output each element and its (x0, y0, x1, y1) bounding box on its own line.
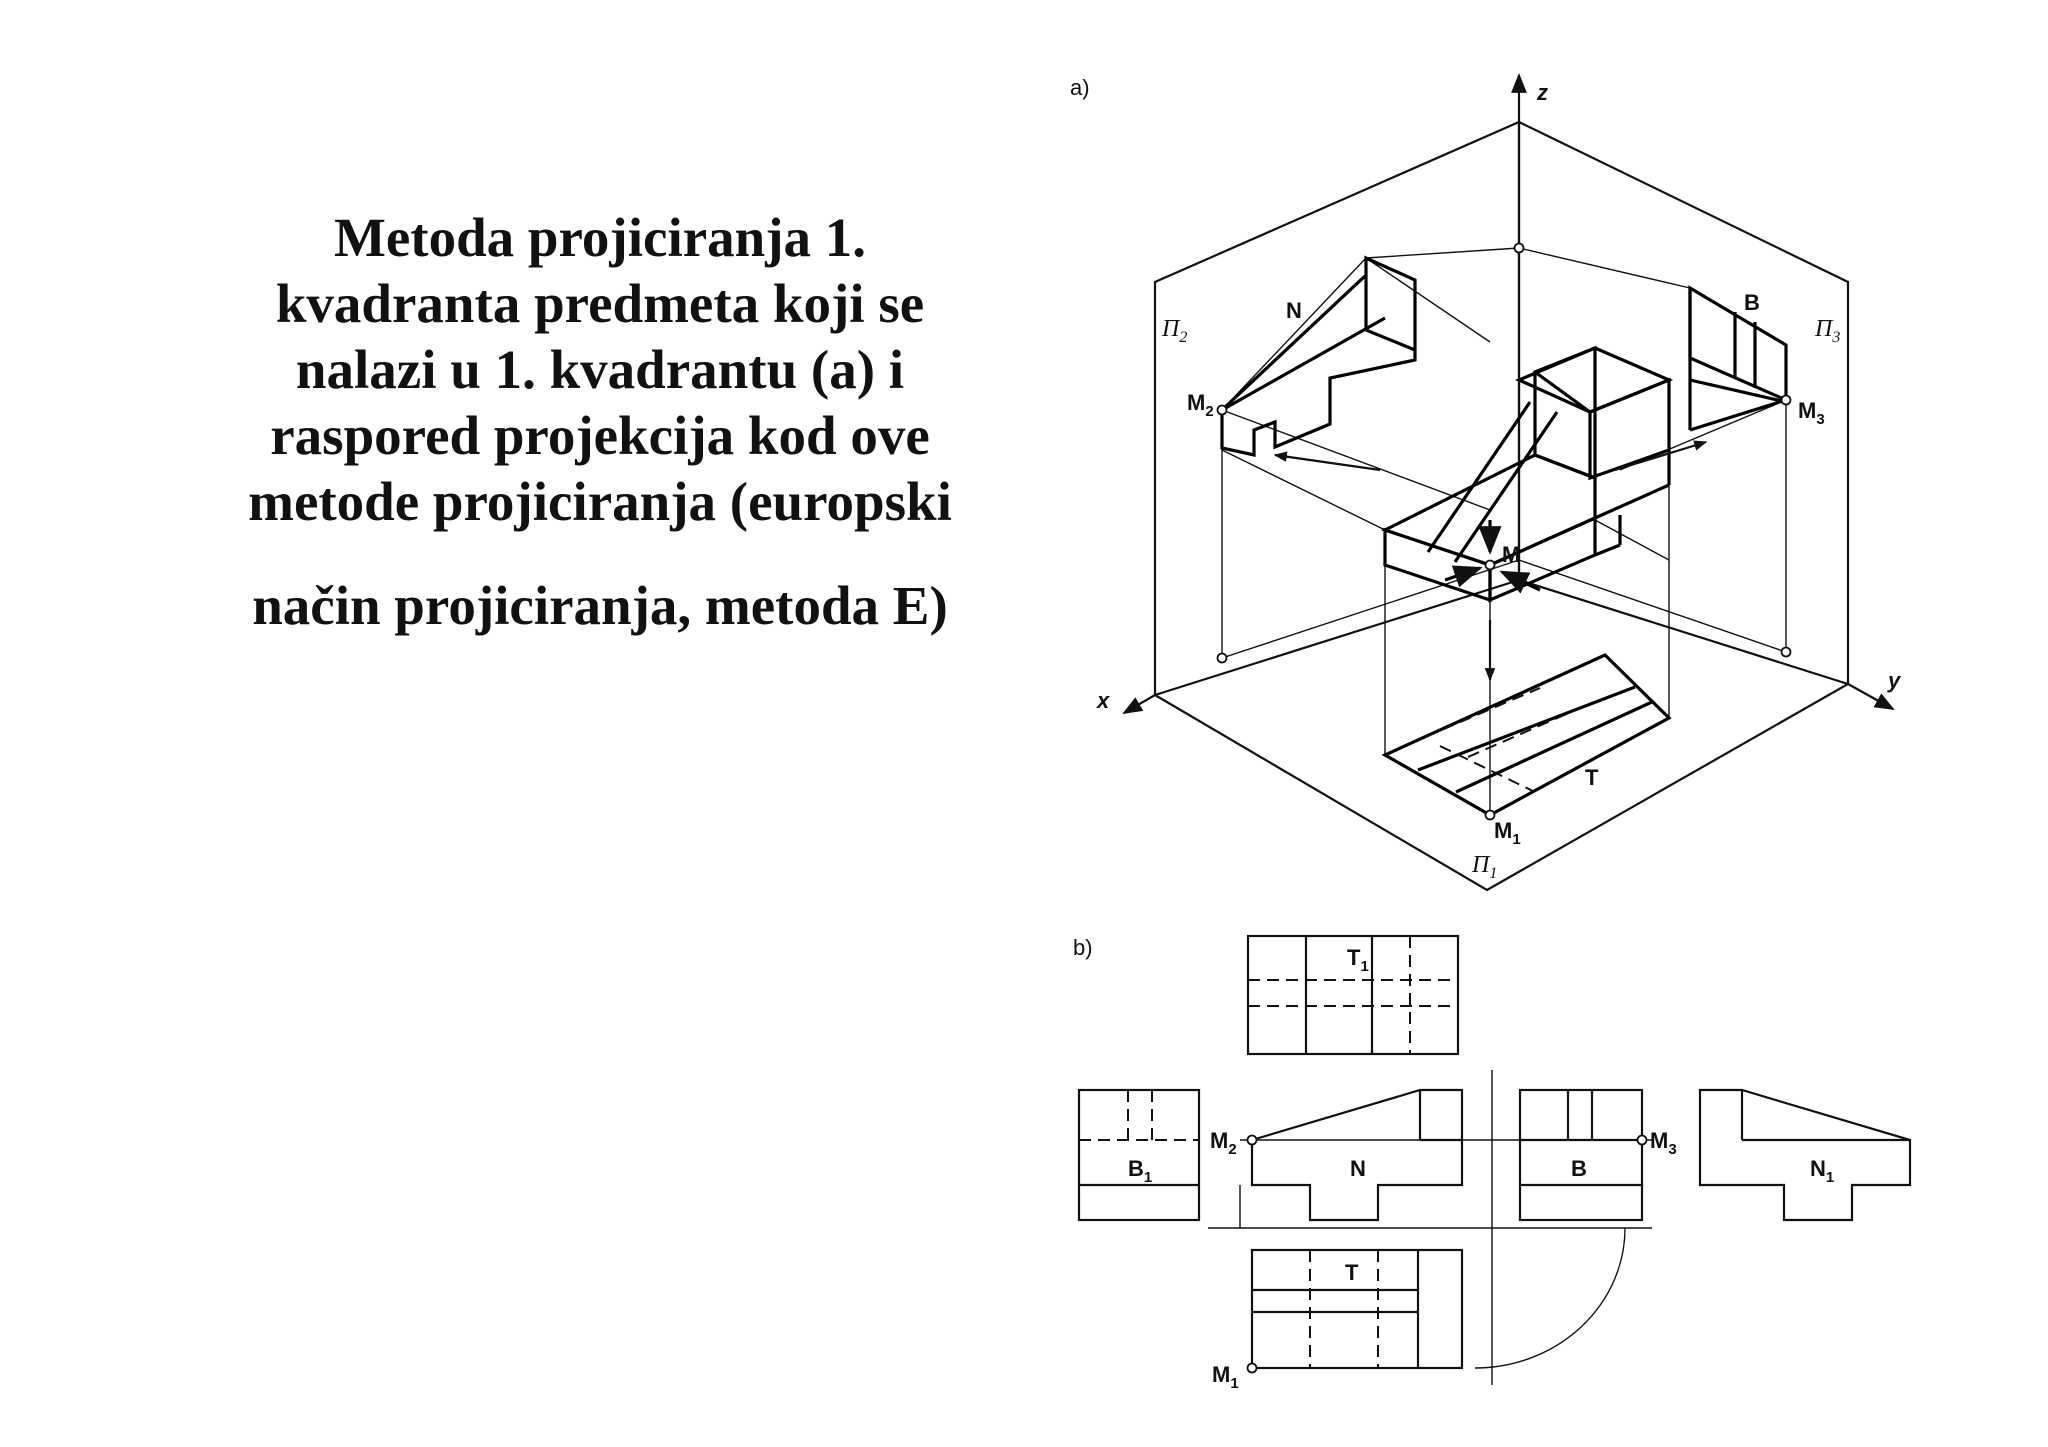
view-arrow-side (1499, 570, 1541, 594)
title-line-5: metode projiciranja (europski (248, 471, 952, 532)
label-m1-b: M1 (1212, 1362, 1239, 1392)
z-axis-label: z (1536, 80, 1548, 105)
view-n-label: N (1286, 298, 1302, 323)
coordinate-axes: z x y (1096, 73, 1902, 714)
plane-p2-label: П2 (1161, 316, 1187, 346)
point-m2-b (1246, 1134, 1258, 1146)
named-points: M M2 M3 M1 (1187, 242, 1825, 848)
title-line-2: kvadranta predmeta koji se (275, 273, 925, 334)
y-axis-label: y (1887, 668, 1902, 693)
label-m1: M1 (1494, 818, 1521, 848)
title-line-1: Metoda projiciranja 1. (333, 207, 867, 268)
view-n-label: N (1350, 1156, 1366, 1181)
label-m3-b: M3 (1650, 1128, 1677, 1158)
label-m3: M3 (1798, 398, 1825, 428)
view-b-label: B (1571, 1156, 1587, 1181)
plane-edge-x (1154, 578, 1520, 697)
view-t-label: T (1585, 765, 1599, 790)
point-m1 (1484, 809, 1496, 821)
label-m2-b: M2 (1210, 1128, 1237, 1158)
point-m3-b (1636, 1134, 1648, 1146)
view-direction-arrows (1273, 440, 1708, 682)
view-b1: B1 (1077, 1088, 1201, 1222)
y-axis (1847, 683, 1895, 710)
view-t: T (1250, 1248, 1464, 1370)
arrow-to-p3 (1614, 440, 1708, 472)
front-view-n: N (1220, 255, 1417, 457)
diagram-a-isometric: a) z x y П2 П3 П1 (1070, 73, 1902, 892)
projection-planes: П2 П3 П1 (1153, 120, 1850, 892)
top-view-outline (1381, 653, 1672, 817)
plane-edge-y (1518, 578, 1849, 686)
transfer-arc (1474, 1227, 1626, 1369)
label-m2: M2 (1187, 390, 1214, 420)
object-3d (1380, 345, 1674, 603)
plane-p3-label: П3 (1814, 316, 1840, 346)
front-view-outline (1220, 255, 1417, 457)
x-axis-label: x (1096, 688, 1110, 713)
diagram-b-tag: b) (1073, 935, 1093, 960)
point-m2 (1216, 404, 1228, 416)
view-n1: N1 (1698, 1088, 1912, 1222)
diagram-b-layout: b) T1 B1 (1073, 934, 1912, 1392)
view-arrow-front (1444, 565, 1483, 588)
side-view-b: B (1688, 285, 1788, 432)
slide-title: Metoda projiciranja 1. kvadranta predmet… (200, 205, 1000, 639)
point-m3 (1780, 394, 1792, 406)
x-axis (1122, 694, 1156, 714)
view-b-label: B (1744, 290, 1760, 315)
view-t1: T1 (1246, 934, 1460, 1056)
top-view-t: T (1381, 653, 1672, 817)
layout-points: M2 M3 M1 (1210, 1128, 1677, 1392)
plane-outline (1153, 120, 1850, 892)
label-m: M (1502, 542, 1520, 567)
view-n: N (1250, 1088, 1464, 1222)
title-line-4: raspored projekcija kod ove (270, 405, 930, 466)
view-t1-label: T1 (1347, 945, 1369, 975)
title-line-6: način projiciranja, metoda E) (252, 575, 948, 636)
title-line-3: nalazi u 1. kvadrantu (a) i (295, 339, 905, 400)
projector-lines (1221, 247, 1787, 815)
view-b1-label: B1 (1128, 1156, 1152, 1186)
point-m1-b (1246, 1362, 1258, 1374)
diagram-a-tag: a) (1070, 75, 1090, 100)
arrow-to-p2 (1273, 451, 1381, 472)
point-m (1484, 559, 1496, 571)
plane-p1-label: П1 (1471, 852, 1497, 882)
view-n1-label: N1 (1810, 1156, 1834, 1186)
view-b: B (1518, 1088, 1644, 1222)
view-t-label: T (1345, 1260, 1359, 1285)
